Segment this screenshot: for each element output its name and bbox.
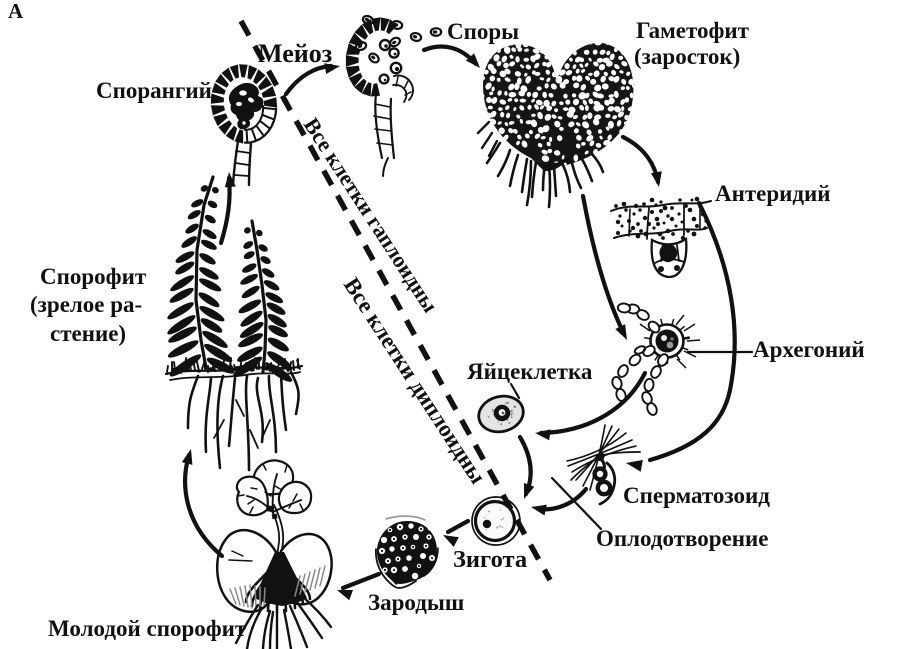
svg-text:Молодой спорофит: Молодой спорофит [48, 616, 247, 641]
svg-text:Зигота: Зигота [453, 546, 527, 573]
svg-text:Спорофит: Спорофит [40, 264, 147, 289]
svg-text:Сперматозоид: Сперматозоид [623, 483, 770, 508]
svg-text:Спорангий: Спорангий [96, 78, 212, 103]
svg-text:Зародыш: Зародыш [368, 590, 464, 615]
svg-text:Оплодотворение: Оплодотворение [596, 526, 769, 551]
svg-text:Мейоз: Мейоз [258, 39, 332, 68]
svg-text:Антеридий: Антеридий [715, 181, 831, 206]
svg-text:(заросток): (заросток) [634, 44, 740, 69]
svg-text:Яйцеклетка: Яйцеклетка [467, 359, 593, 384]
svg-text:Споры: Споры [447, 19, 519, 44]
svg-text:стение): стение) [50, 321, 126, 346]
svg-text:Архегоний: Архегоний [753, 337, 865, 362]
svg-text:(зрелое ра-: (зрелое ра- [30, 292, 142, 317]
svg-text:А: А [8, 0, 24, 23]
svg-text:Гаметофит: Гаметофит [636, 18, 750, 43]
